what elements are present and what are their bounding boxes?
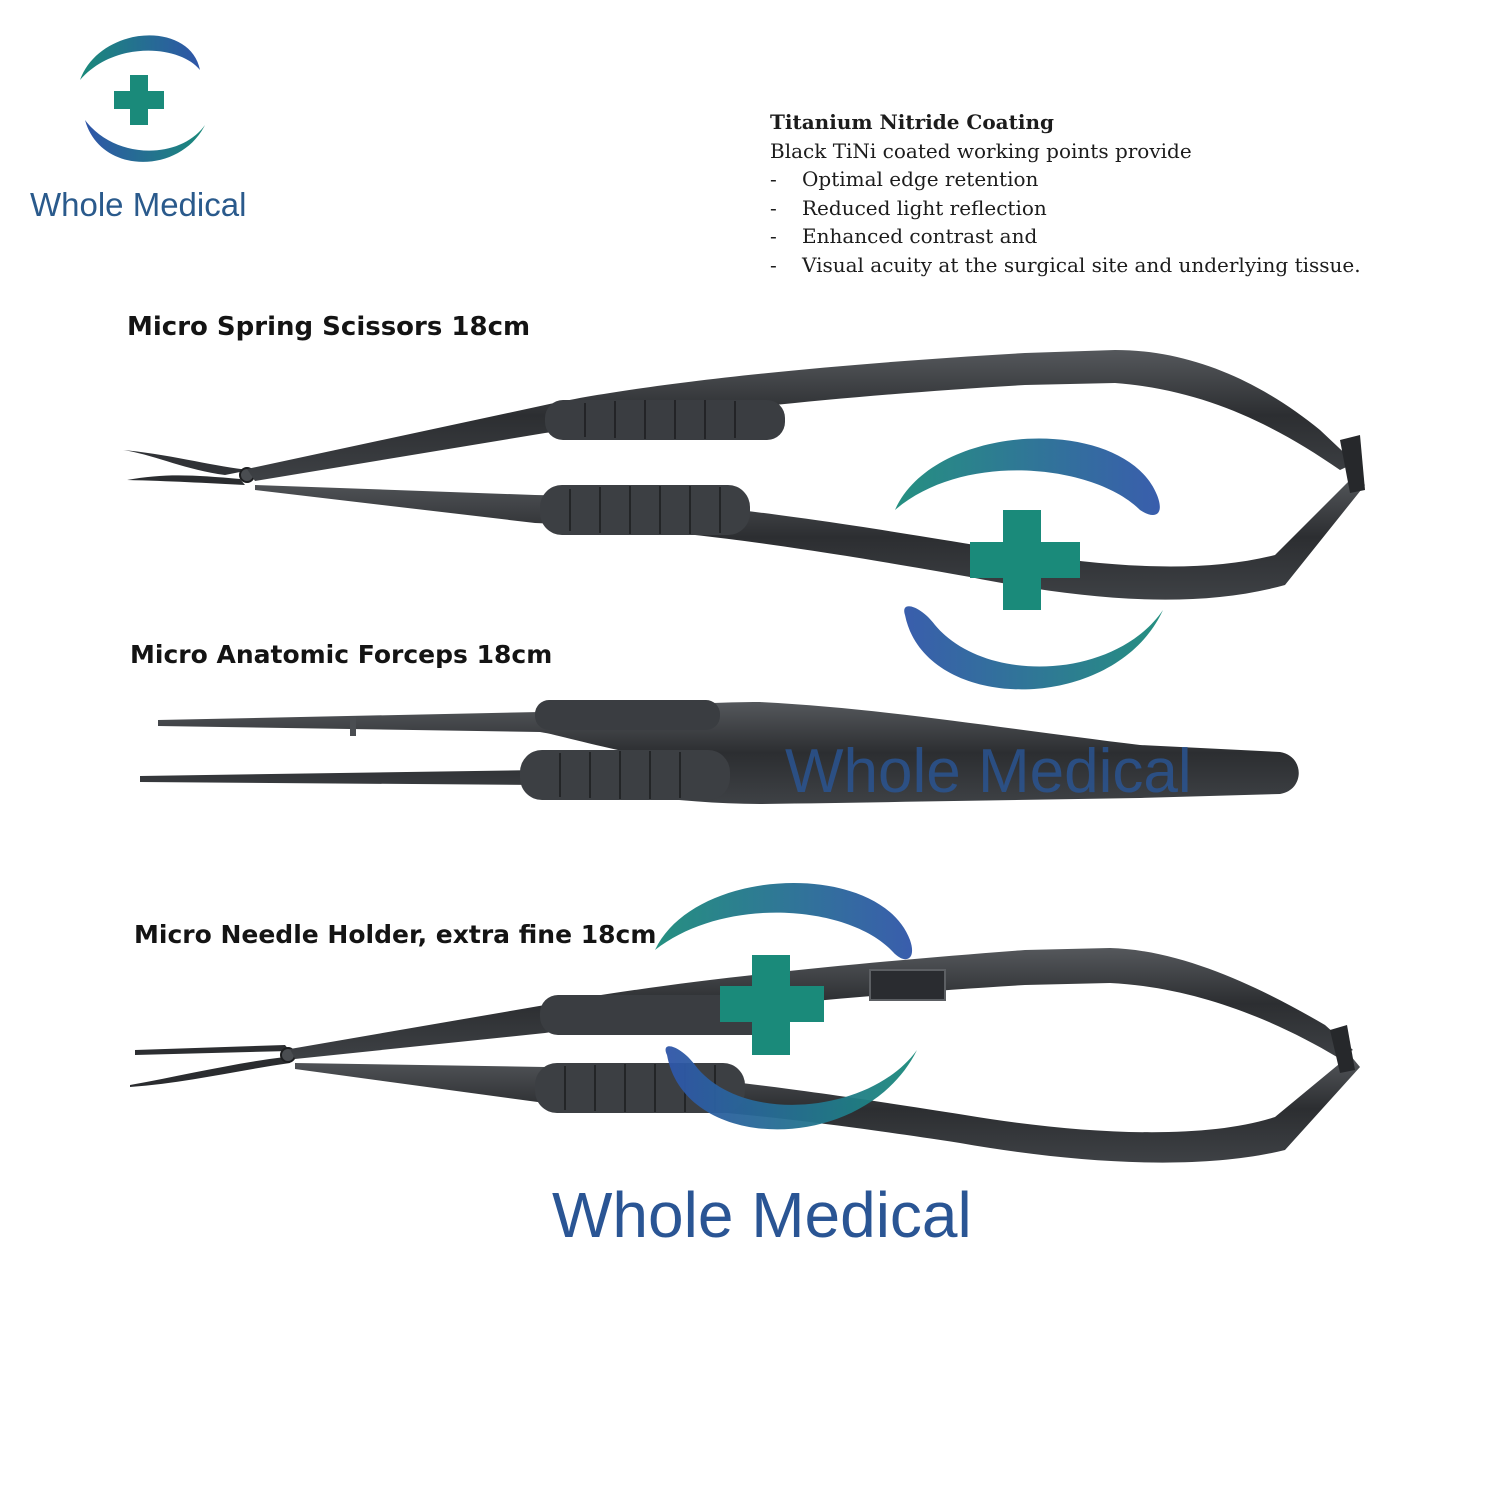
brand-name: Whole Medical [30, 186, 247, 223]
watermark-text-bottom: Whole Medical [552, 1179, 972, 1251]
coating-benefits-list: -Optimal edge retention -Reduced light r… [770, 165, 1361, 279]
anatomic-forceps-illustration [140, 700, 1299, 804]
coating-title: Titanium Nitride Coating [770, 110, 1054, 134]
coating-intro: Black TiNi coated working points provide [770, 138, 1192, 163]
benefit-item: -Visual acuity at the surgical site and … [770, 252, 1361, 277]
product-title-forceps: Micro Anatomic Forceps 18cm [130, 640, 553, 669]
benefit-item: -Enhanced contrast and [770, 224, 1038, 248]
coating-info: Titanium Nitride Coating Black TiNi coat… [770, 108, 1361, 279]
benefit-item: -Optimal edge retention [770, 167, 1039, 191]
benefit-item: -Reduced light reflection [770, 195, 1047, 220]
watermark-logo-icon [655, 882, 917, 1130]
spring-scissors-illustration [123, 350, 1365, 600]
brand-logo-icon [80, 35, 205, 162]
watermark-logo-icon [895, 438, 1163, 690]
product-title-scissors: Micro Spring Scissors 18cm [127, 312, 531, 342]
watermark-text-middle: Whole Medical [785, 737, 1192, 806]
product-title-needle-holder: Micro Needle Holder, extra fine 18cm [134, 920, 657, 949]
